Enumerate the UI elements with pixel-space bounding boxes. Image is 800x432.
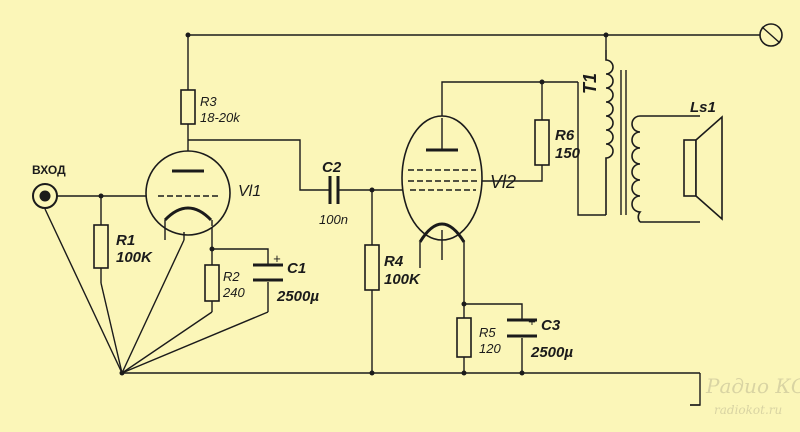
r4-value: 100K xyxy=(384,271,421,288)
junction-dots xyxy=(98,32,609,376)
power-terminal xyxy=(759,23,783,47)
r2-ref: R2 xyxy=(223,269,240,284)
c3-polarity: + xyxy=(528,314,536,329)
resistor-r6: R6 150 xyxy=(534,119,581,166)
watermark-logo: Радио КОТ radiokot.ru xyxy=(705,374,800,417)
speaker-ls1: Ls1 xyxy=(683,99,723,221)
c1-value: 2500µ xyxy=(276,288,319,305)
capacitor-c2: C2 100n xyxy=(319,159,348,227)
t1-ref: T1 xyxy=(580,73,600,94)
r3-ref: R3 xyxy=(200,94,217,109)
r1-value: 100K xyxy=(116,249,153,266)
resistor-r4: R4 100K xyxy=(364,244,421,291)
resistor-r3: R3 18-20k xyxy=(180,89,241,125)
watermark-logo-text: Радио КОТ xyxy=(705,374,800,398)
resistor-r1: R1 100K xyxy=(93,224,153,269)
r4-ref: R4 xyxy=(384,253,404,270)
c2-value: 100n xyxy=(319,212,348,227)
ls1-ref: Ls1 xyxy=(690,99,716,116)
r5-value: 120 xyxy=(479,341,501,356)
transformer-t1: T1 xyxy=(580,50,642,223)
tube-vl2: Vl2 xyxy=(401,115,516,268)
r5-ref: R5 xyxy=(479,325,496,340)
c1-ref: C1 xyxy=(287,260,306,277)
wires xyxy=(44,34,760,406)
c3-ref: C3 xyxy=(541,317,561,334)
tube-vl1: Vl1 xyxy=(145,150,261,240)
r3-value: 18-20k xyxy=(200,110,241,125)
resistor-r5: R5 120 xyxy=(456,317,501,358)
capacitor-c1: + C1 2500µ xyxy=(253,251,319,305)
vl2-ref: Vl2 xyxy=(490,172,516,192)
input-label: ВХОД xyxy=(32,163,66,177)
r6-value: 150 xyxy=(555,145,581,162)
c1-polarity: + xyxy=(273,251,281,266)
capacitor-c3: + C3 2500µ xyxy=(507,314,573,361)
input-jack: ВХОД xyxy=(32,163,66,209)
vl1-ref: Vl1 xyxy=(238,183,261,200)
c2-ref: C2 xyxy=(322,159,342,176)
resistor-r2: R2 240 xyxy=(204,264,245,302)
c3-value: 2500µ xyxy=(530,344,573,361)
r1-ref: R1 xyxy=(116,232,135,249)
r2-value: 240 xyxy=(222,285,245,300)
watermark-url: radiokot.ru xyxy=(714,403,782,417)
r6-ref: R6 xyxy=(555,127,575,144)
